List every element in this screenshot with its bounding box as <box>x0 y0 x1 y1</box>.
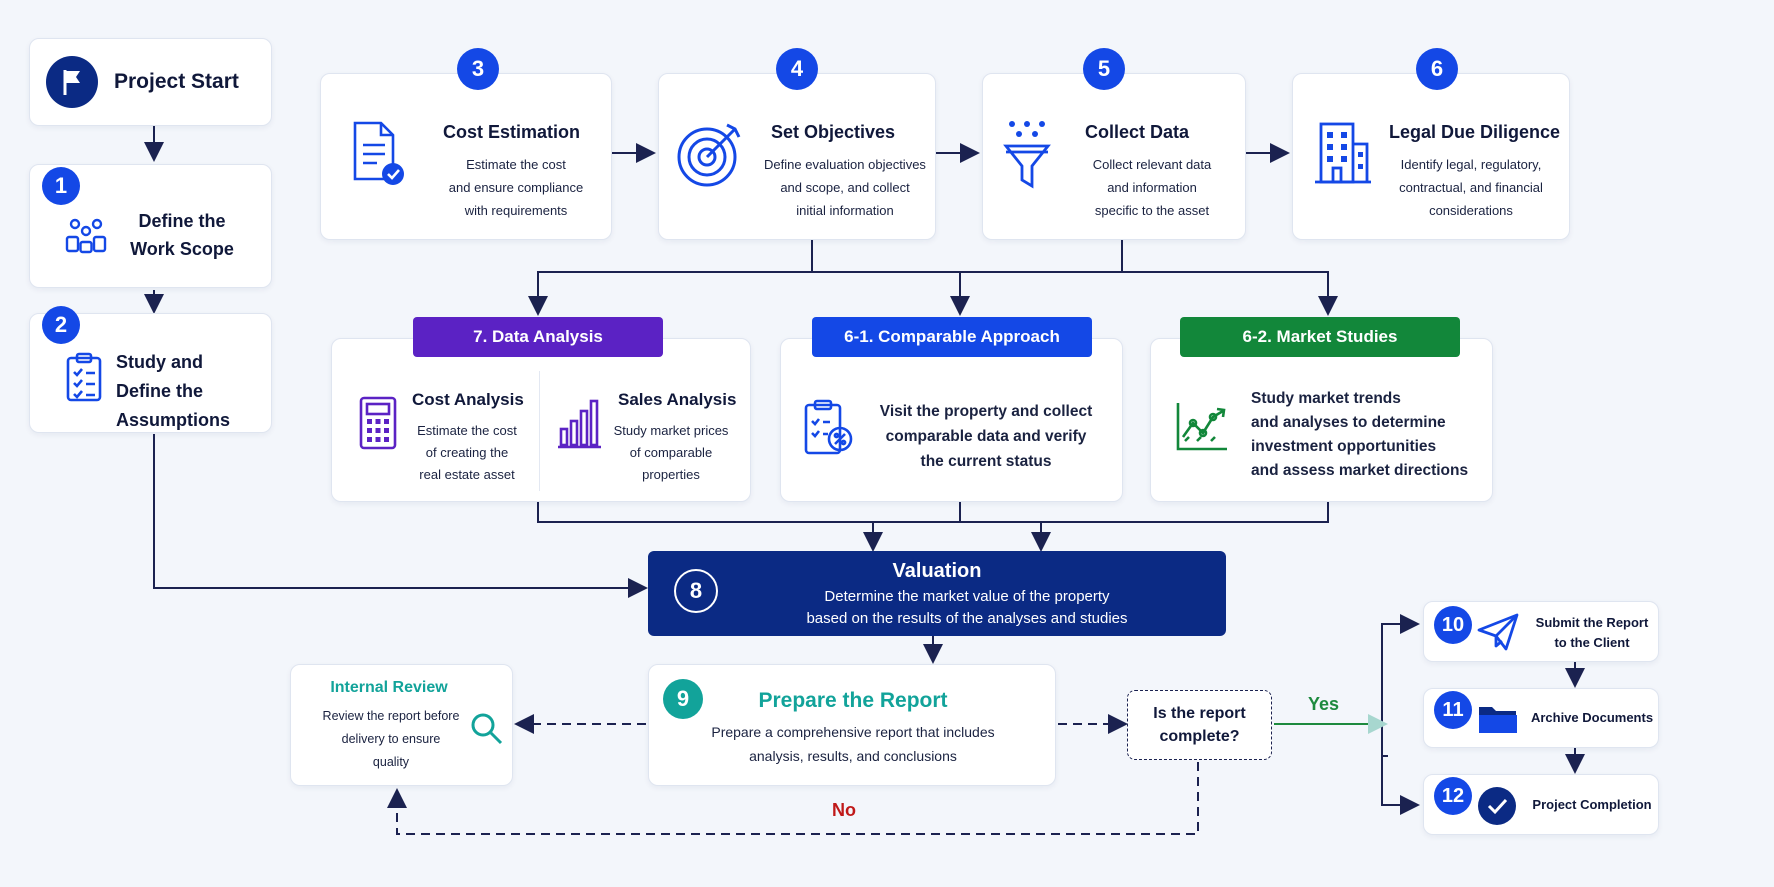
valuation-desc: Determine the market value of the proper… <box>806 588 1128 627</box>
cost-estimation-title: Cost Estimation <box>443 122 581 142</box>
step-number-12: 12 <box>1434 777 1472 815</box>
archive-documents-title: Archive Documents <box>1530 710 1654 725</box>
step-number-2: 2 <box>42 306 80 344</box>
study-assumptions-title: Study and Define the Assumptions <box>116 352 231 430</box>
project-start-card: Project Start <box>29 38 272 126</box>
step-number-4: 4 <box>776 48 818 90</box>
cost-analysis-title: Cost Analysis <box>412 390 524 409</box>
step-number-11: 11 <box>1434 691 1472 729</box>
step-number-9: 9 <box>663 679 703 719</box>
step-number-8: 8 <box>674 569 718 613</box>
legal-due-diligence-title: Legal Due Diligence <box>1389 122 1561 142</box>
decision-line-2: complete? <box>1159 728 1240 745</box>
clipboard-percent-icon <box>804 399 853 455</box>
prepare-report-card: 9 Prepare the Report Prepare a comprehen… <box>648 664 1056 786</box>
bar-chart-icon <box>558 399 601 449</box>
step-number-1: 1 <box>42 167 80 205</box>
internal-review-title: Internal Review <box>330 679 448 696</box>
step-number-3: 3 <box>457 48 499 90</box>
step-number-6: 6 <box>1416 48 1458 90</box>
paper-plane-icon <box>1477 613 1519 651</box>
magnifier-icon <box>471 713 503 745</box>
target-icon <box>677 123 741 187</box>
document-check-icon <box>353 121 404 185</box>
collect-data-title: Collect Data <box>1085 122 1190 142</box>
team-icon <box>65 218 107 254</box>
calculator-icon <box>359 396 397 450</box>
decision-box: Is the report complete? <box>1127 690 1272 760</box>
data-analysis-divider <box>539 371 540 491</box>
project-completion-card: 12 Project Completion <box>1423 774 1659 835</box>
checklist-icon <box>66 352 102 402</box>
set-objectives-card: Set Objectives Define evaluation objecti… <box>658 73 936 240</box>
define-work-scope-card: 1 Define the Work Scope <box>29 164 272 288</box>
valuation-card: 8 Valuation Determine the market value o… <box>648 551 1226 636</box>
flag-icon <box>46 56 98 108</box>
trend-chart-icon <box>1176 403 1227 451</box>
project-completion-title: Project Completion <box>1532 797 1652 812</box>
decision-yes-label: Yes <box>1308 694 1340 714</box>
building-icon <box>1315 122 1371 184</box>
define-work-scope-title: Define the Work Scope <box>130 211 234 259</box>
study-assumptions-card: 2 Study and Define the Assumptions <box>29 306 272 433</box>
prepare-report-desc: Prepare a comprehensive report that incl… <box>711 724 995 764</box>
market-studies-header: 6-2. Market Studies <box>1180 317 1460 357</box>
prepare-report-title: Prepare the Report <box>758 689 948 712</box>
comparable-approach-header: 6-1. Comparable Approach <box>812 317 1092 357</box>
funnel-icon <box>1003 121 1051 189</box>
folder-icon <box>1479 707 1517 733</box>
set-objectives-title: Set Objectives <box>771 122 896 142</box>
legal-due-diligence-desc: Identify legal, regulatory,contractual, … <box>1399 157 1543 218</box>
internal-review-card: Internal Review Review the report before… <box>290 664 513 786</box>
project-start-title: Project Start <box>114 70 239 93</box>
decision-line-1: Is the report <box>1153 705 1246 722</box>
step-number-5: 5 <box>1083 48 1125 90</box>
step-number-10: 10 <box>1434 606 1472 644</box>
check-circle-icon <box>1478 787 1516 825</box>
archive-documents-card: 11 Archive Documents <box>1423 688 1659 748</box>
sales-analysis-title: Sales Analysis <box>618 390 737 409</box>
valuation-title: Valuation <box>892 560 982 582</box>
decision-no-label: No <box>832 800 856 820</box>
legal-due-diligence-card: Legal Due Diligence Identify legal, regu… <box>1292 73 1570 240</box>
data-analysis-header: 7. Data Analysis <box>413 317 663 357</box>
